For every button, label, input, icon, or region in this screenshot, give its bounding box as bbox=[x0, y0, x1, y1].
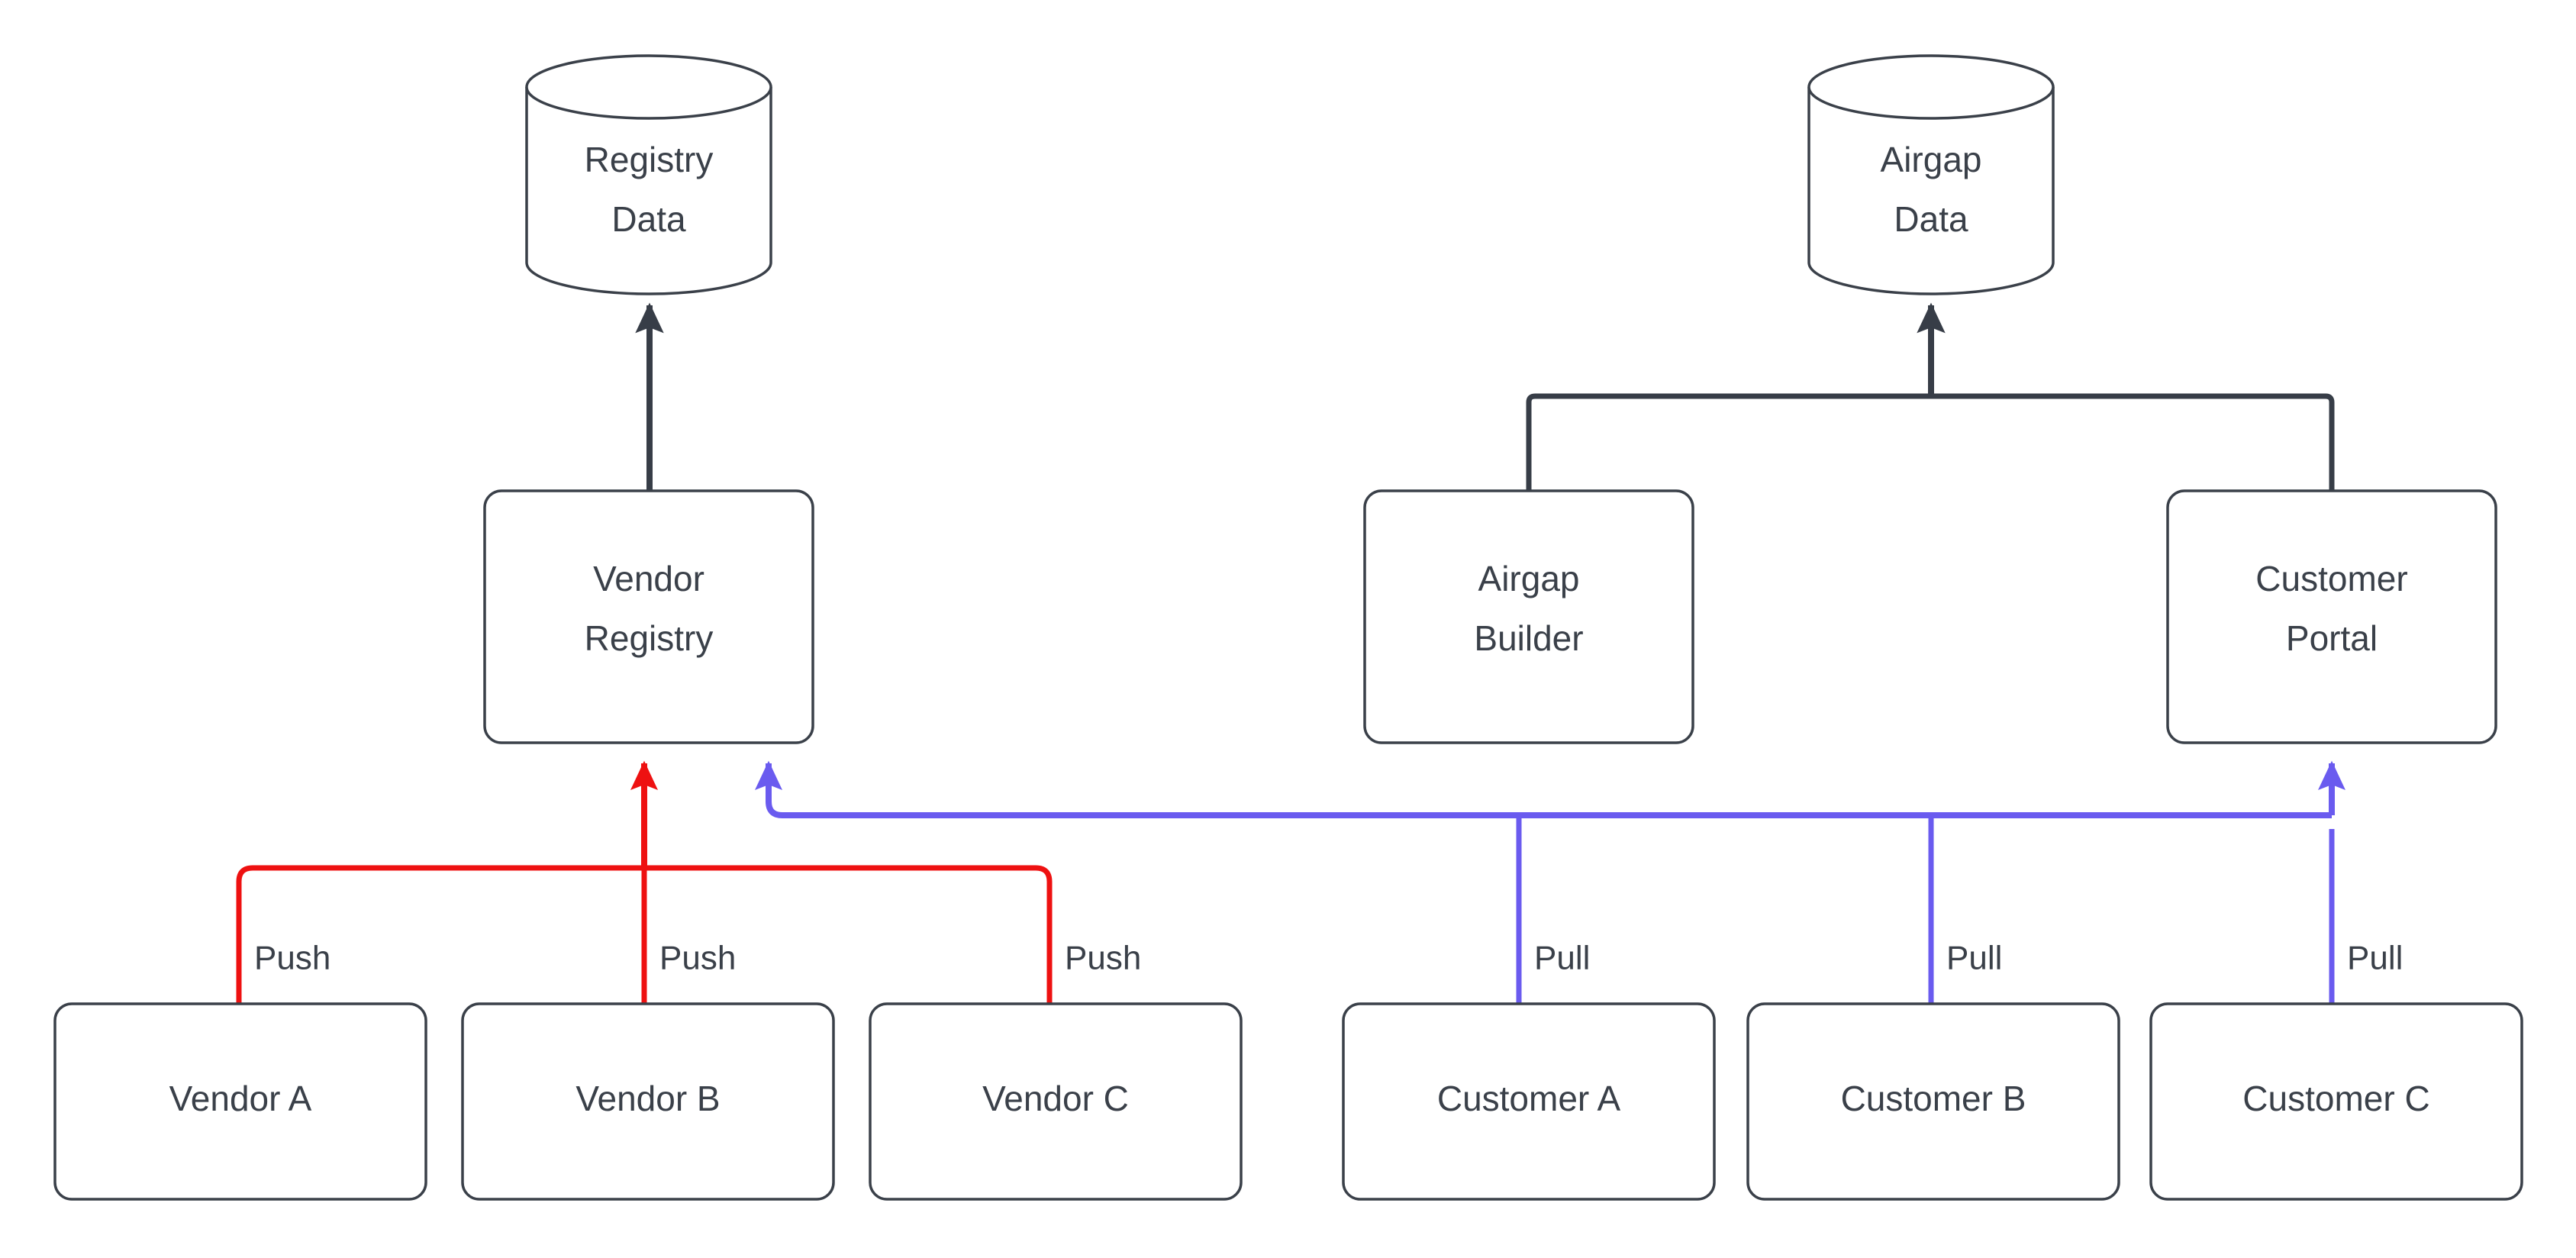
actor-vendor-b-label: Vendor B bbox=[575, 1079, 720, 1118]
edge-label-push-a: Push bbox=[254, 940, 330, 977]
actor-vendor-c-label: Vendor C bbox=[982, 1079, 1129, 1118]
datastore-registry-data-line1: Registry bbox=[585, 140, 714, 179]
datastore-airgap-data-line1: Airgap bbox=[1881, 140, 1982, 179]
edge-vendors-push-to-vendor-registry bbox=[236, 760, 1053, 1004]
edge-airgap-bus-to-airgap-data bbox=[1526, 302, 2335, 491]
datastore-airgap-data-line2: Data bbox=[1894, 199, 1968, 239]
actor-customer-c-label: Customer C bbox=[2242, 1079, 2429, 1118]
actor-customer-a[interactable]: Customer A bbox=[1342, 1002, 1716, 1201]
service-vendor-registry-line2: Registry bbox=[585, 618, 714, 658]
edge-label-pull-b: Pull bbox=[1946, 940, 2002, 977]
service-airgap-builder-line2: Builder bbox=[1474, 618, 1583, 658]
service-customer-portal-line2: Portal bbox=[2286, 618, 2378, 658]
edge-customers-pull-to-customer-portal bbox=[755, 760, 2345, 1004]
actor-vendor-c[interactable]: Vendor C bbox=[869, 1002, 1243, 1201]
edge-label-push-b: Push bbox=[659, 940, 736, 977]
service-airgap-builder[interactable]: Airgap Builder bbox=[1363, 489, 1694, 744]
edge-label-pull-c: Pull bbox=[2347, 940, 2403, 977]
service-airgap-builder-line1: Airgap bbox=[1478, 559, 1580, 598]
service-customer-portal[interactable]: Customer Portal bbox=[2166, 489, 2497, 744]
service-customer-portal-line1: Customer bbox=[2255, 559, 2407, 598]
actor-vendor-a[interactable]: Vendor A bbox=[53, 1002, 427, 1201]
actor-customer-a-label: Customer A bbox=[1437, 1079, 1621, 1118]
service-vendor-registry[interactable]: Vendor Registry bbox=[483, 489, 814, 744]
edge-label-push-c: Push bbox=[1065, 940, 1141, 977]
datastore-registry-data-line2: Data bbox=[611, 199, 686, 239]
actor-vendor-a-label: Vendor A bbox=[169, 1079, 312, 1118]
actor-customer-c[interactable]: Customer C bbox=[2149, 1002, 2523, 1201]
edge-label-pull-a: Pull bbox=[1534, 940, 1590, 977]
actor-customer-b-label: Customer B bbox=[1841, 1079, 2026, 1118]
datastore-airgap-data[interactable]: Airgap Data bbox=[1807, 54, 2055, 295]
actor-vendor-b[interactable]: Vendor B bbox=[461, 1002, 835, 1201]
actor-customer-b[interactable]: Customer B bbox=[1746, 1002, 2120, 1201]
datastore-registry-data[interactable]: Registry Data bbox=[525, 54, 772, 295]
service-vendor-registry-line1: Vendor bbox=[593, 559, 704, 598]
